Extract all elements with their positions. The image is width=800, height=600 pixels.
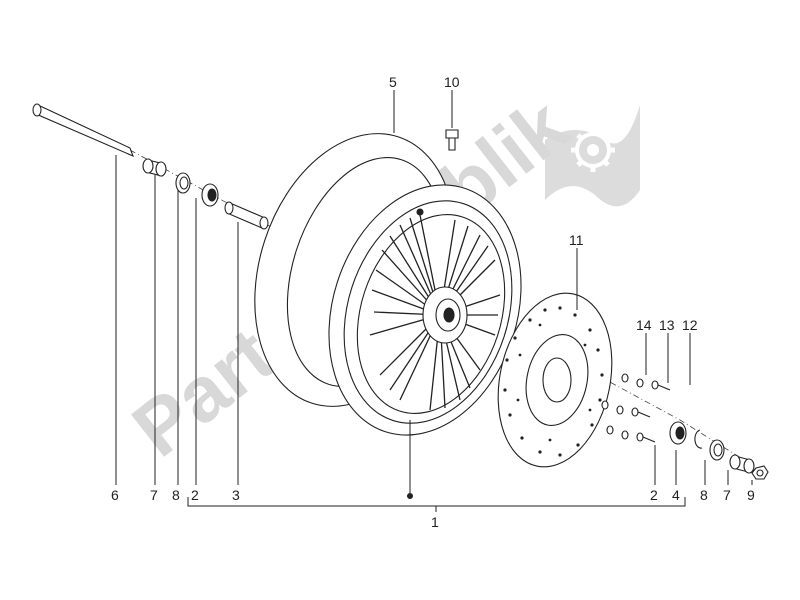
seal-right [709,439,725,461]
callout-8-right: 8 [700,487,708,503]
callout-10: 10 [444,74,460,90]
circlip [694,429,703,449]
disc-holes [503,306,604,457]
callout-1: 1 [431,514,439,530]
callout-labels: 1 2 2 3 4 5 6 7 7 8 8 9 10 11 12 13 14 [111,74,755,530]
leader-lines [115,90,753,512]
callout-7-right: 7 [723,487,731,503]
spacer-right [729,454,755,474]
callout-14: 14 [636,317,652,333]
brake-disc [497,292,613,468]
callout-8-left: 8 [172,487,180,503]
wheel-rim [328,184,522,436]
callout-11: 11 [569,232,584,248]
axle-shaft [32,103,134,158]
disc-bolts [601,373,671,443]
callout-5: 5 [389,74,397,90]
callout-12: 12 [682,317,698,333]
callout-9: 9 [747,487,755,503]
bearing-left [201,183,219,207]
callout-2-right: 2 [650,487,658,503]
spacer-left [142,158,167,177]
bearing-right [669,421,687,445]
callout-3: 3 [232,487,240,503]
callout-2-left: 2 [191,487,199,503]
callout-13: 13 [659,317,675,333]
callout-4: 4 [672,487,680,503]
callout-7-left: 7 [150,487,158,503]
gear-flag-icon [545,105,640,220]
axle-nut [751,465,769,480]
spacer-tube [224,201,269,230]
anchor-dot [407,493,413,499]
valve [445,129,459,151]
callout-6: 6 [111,487,119,503]
seal-left [175,172,191,194]
